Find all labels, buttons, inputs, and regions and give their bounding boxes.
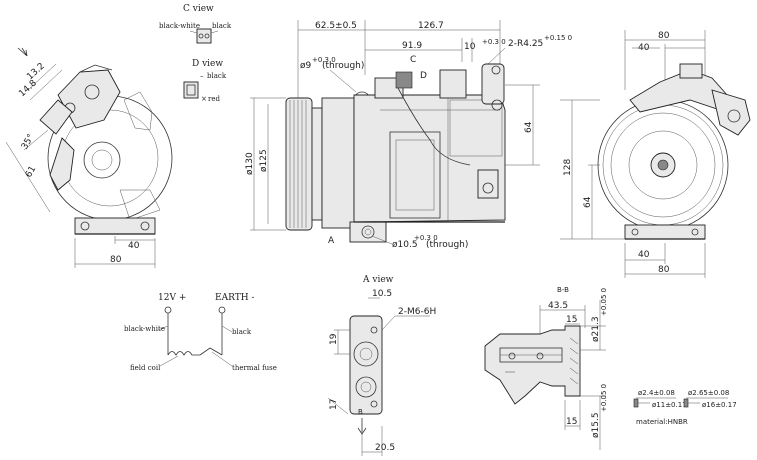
wiring-12v-label: 12V +	[158, 293, 186, 303]
dim-21-3-tolerance: +0.05 0	[600, 288, 608, 316]
svg-text:–: –	[200, 72, 204, 80]
c-view-detail: C view black-white black	[159, 4, 232, 44]
dim-43-5: 43.5	[548, 301, 568, 311]
dim-61: 61	[24, 165, 38, 180]
d-view-bottom-label: red	[208, 95, 220, 103]
left-front-view: 13.2 14.8 35° 61 40 80	[5, 47, 173, 268]
dim-15-5-tolerance: +0.05 0	[600, 384, 608, 412]
dim-80-left: 80	[110, 255, 122, 265]
wiring-earth-label: EARTH -	[215, 293, 254, 303]
wiring-black-white: black-white	[124, 325, 165, 333]
oring1-inner-dia: ø11±0.17	[652, 401, 687, 409]
label-c: C	[410, 55, 416, 65]
d-view-title: D view	[192, 59, 223, 69]
terminal-12v	[164, 306, 172, 314]
svg-text:×: ×	[201, 95, 207, 103]
wiring-diagram: 12V + EARTH - black-white black field co…	[124, 293, 277, 372]
dim-20-5: 20.5	[375, 443, 395, 453]
dim-thread: 2-M6-6H	[398, 307, 436, 317]
oring1-symbol	[633, 398, 639, 408]
dim-10: 10	[464, 42, 476, 52]
dim-40-bottom: 40	[638, 250, 650, 260]
d-view-top-label: black	[207, 72, 227, 80]
label-a: A	[328, 236, 335, 246]
oring1-cross-section: ø2.4±0.08	[638, 389, 675, 397]
wiring-field-coil: field coil	[130, 364, 161, 372]
dim-64-side: 64	[524, 121, 534, 133]
clutch-housing	[321, 97, 355, 229]
dim-15-bottom: 15	[566, 417, 577, 427]
d-view-connector	[183, 81, 199, 99]
right-front-view: 80 40 128 64 40 80	[560, 30, 751, 278]
a-view-block	[349, 315, 383, 415]
terminal-earth	[218, 306, 226, 314]
oring2-symbol	[683, 398, 689, 408]
dim-15-5: ø15.5	[591, 412, 601, 438]
dim-62-5: 62.5±0.5	[315, 21, 357, 31]
dim-hole-9-note: (through)	[322, 61, 364, 71]
dim-126-7: 126.7	[418, 21, 444, 31]
dim-80-top: 80	[658, 31, 670, 41]
dim-13-2: 13.2	[25, 61, 47, 82]
dim-21-3: ø21.3	[591, 316, 601, 342]
wiring-black: black	[232, 328, 252, 336]
compressor-body	[353, 94, 506, 223]
dim-91-9: 91.9	[402, 41, 422, 51]
dim-128: 128	[563, 159, 573, 176]
dim-2-r4-25: 2-R4.25	[508, 39, 543, 49]
dim-130: ø130	[245, 152, 255, 175]
center-side-view: 62.5±0.5 126.7 91.9 10 +0.3 0 2-R4.25 +0…	[245, 20, 572, 250]
dim-125: ø125	[259, 149, 269, 172]
dim-64-right: 64	[583, 196, 593, 208]
dim-35-deg: 35°	[20, 133, 37, 152]
dim-hole-9-tolerance: +0.3 0	[312, 56, 336, 64]
right-base-mount	[624, 224, 706, 240]
dim-hole-9: ø9	[300, 61, 312, 71]
b-section-detail: B-B 43.5 15 ø21.3 +0.05 0 15 ø15.5 +0.05…	[484, 286, 608, 450]
dim-19: 19	[329, 333, 339, 345]
a-view-section-mark: B	[358, 408, 363, 416]
c-view-right-label: black	[212, 22, 232, 30]
oring2-inner-dia: ø16±0.17	[702, 401, 737, 409]
dim-10-tolerance: +0.3 0	[482, 38, 506, 46]
dim-40-left: 40	[128, 241, 140, 251]
c-view-left-label: black-white	[159, 22, 200, 30]
dim-15-top: 15	[566, 315, 577, 325]
c-view-connector	[196, 28, 212, 44]
dim-bottom-hole: ø10.5	[392, 240, 418, 250]
thermal-fuse-symbol	[199, 347, 223, 356]
c-view-title: C view	[183, 4, 214, 14]
dim-r4-tolerance: +0.15 0	[544, 34, 572, 42]
a-view-title: A view	[362, 275, 394, 285]
left-upper-fittings	[57, 69, 121, 129]
o-ring-details: ø2.4±0.08 ø11±0.17 ø2.65±0.08 ø16±0.17 m…	[633, 389, 737, 426]
a-view-detail: A view 10.5 2-M6-6H 19 17 B 20.5	[327, 275, 436, 456]
oring2-cross-section: ø2.65±0.08	[688, 389, 729, 397]
d-view-detail: D view black red – ×	[183, 59, 227, 103]
dim-17: 17	[329, 399, 339, 410]
b-section-body	[484, 325, 581, 405]
field-coil-symbol	[167, 351, 200, 356]
oring-material: material:HNBR	[636, 418, 688, 426]
wiring-thermal-fuse: thermal fuse	[232, 364, 277, 372]
label-d: D	[420, 71, 427, 81]
b-section-title: B-B	[557, 286, 569, 294]
left-base-mount	[74, 217, 156, 235]
dim-14-8: 14.8	[17, 78, 39, 99]
dim-80-bottom: 80	[658, 265, 670, 275]
dim-bottom-hole-note: (through)	[426, 240, 468, 250]
dim-10-5: 10.5	[372, 289, 392, 299]
dim-bottom-hole-tolerance: +0.3 0	[414, 234, 438, 242]
